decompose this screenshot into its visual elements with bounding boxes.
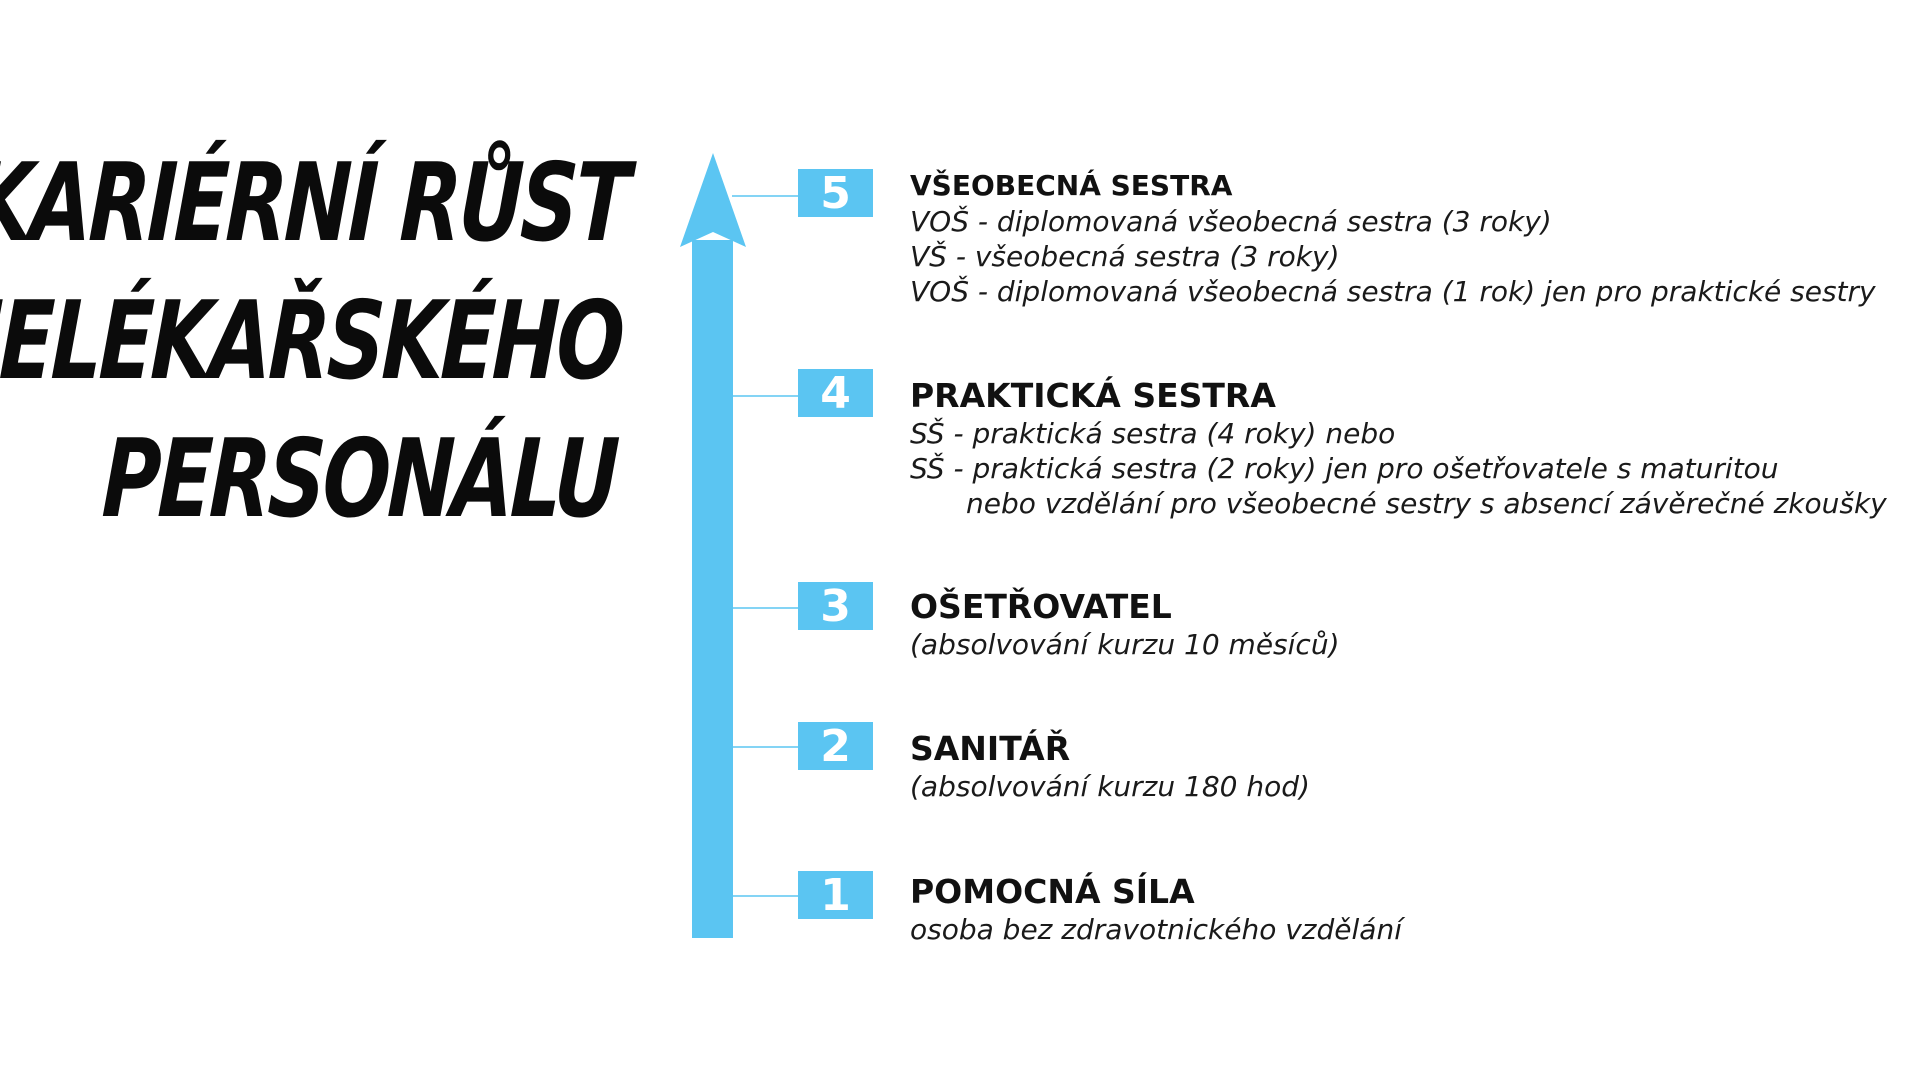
level-badge-3: 3 [798,581,873,632]
level-heading: POMOCNÁ SÍLA [910,872,1195,911]
level-5: VŠEOBECNÁ SESTRA VOŠ - diplomovaná všeob… [910,168,1876,309]
level-badge-number: 1 [820,870,851,921]
level-line: SŠ - praktická sestra (4 roky) nebo [910,417,1396,450]
level-badge-4: 4 [798,368,873,419]
level-heading: PRAKTICKÁ SESTRA [910,376,1276,415]
level-badge-2: 2 [798,721,873,772]
level-badge-1: 1 [798,870,873,921]
level-line: osoba bez zdravotnického vzdělání [910,913,1402,946]
arrow-shaft [692,240,733,938]
arrow-head [680,153,746,247]
level-badge-number: 4 [820,368,851,419]
level-line: (absolvování kurzu 10 měsíců) [910,628,1340,661]
level-2: SANITÁŘ (absolvování kurzu 180 hod) [910,729,1310,804]
level-badge-number: 3 [820,581,851,632]
level-4: PRAKTICKÁ SESTRA SŠ - praktická sestra (… [910,376,1887,521]
level-heading: VŠEOBECNÁ SESTRA [910,169,1233,202]
level-badge-5: 5 [798,168,873,219]
level-heading: SANITÁŘ [910,729,1071,768]
level-line: nebo vzdělání pro všeobecné sestry s abs… [966,487,1887,520]
level-3: OŠETŘOVATEL (absolvování kurzu 10 měsíců… [910,587,1340,662]
level-1: POMOCNÁ SÍLA osoba bez zdravotnického vz… [910,872,1402,947]
level-heading: OŠETŘOVATEL [910,587,1172,626]
level-line: VOŠ - diplomovaná všeobecná sestra (1 ro… [910,275,1876,308]
level-line: VŠ - všeobecná sestra (3 roky) [910,240,1340,273]
level-line: VOŠ - diplomovaná všeobecná sestra (3 ro… [910,205,1552,238]
level-badge-number: 5 [820,168,851,219]
level-line: SŠ - praktická sestra (2 roky) jen pro o… [910,452,1779,485]
level-badge-number: 2 [820,721,851,772]
level-line: (absolvování kurzu 180 hod) [910,770,1310,803]
